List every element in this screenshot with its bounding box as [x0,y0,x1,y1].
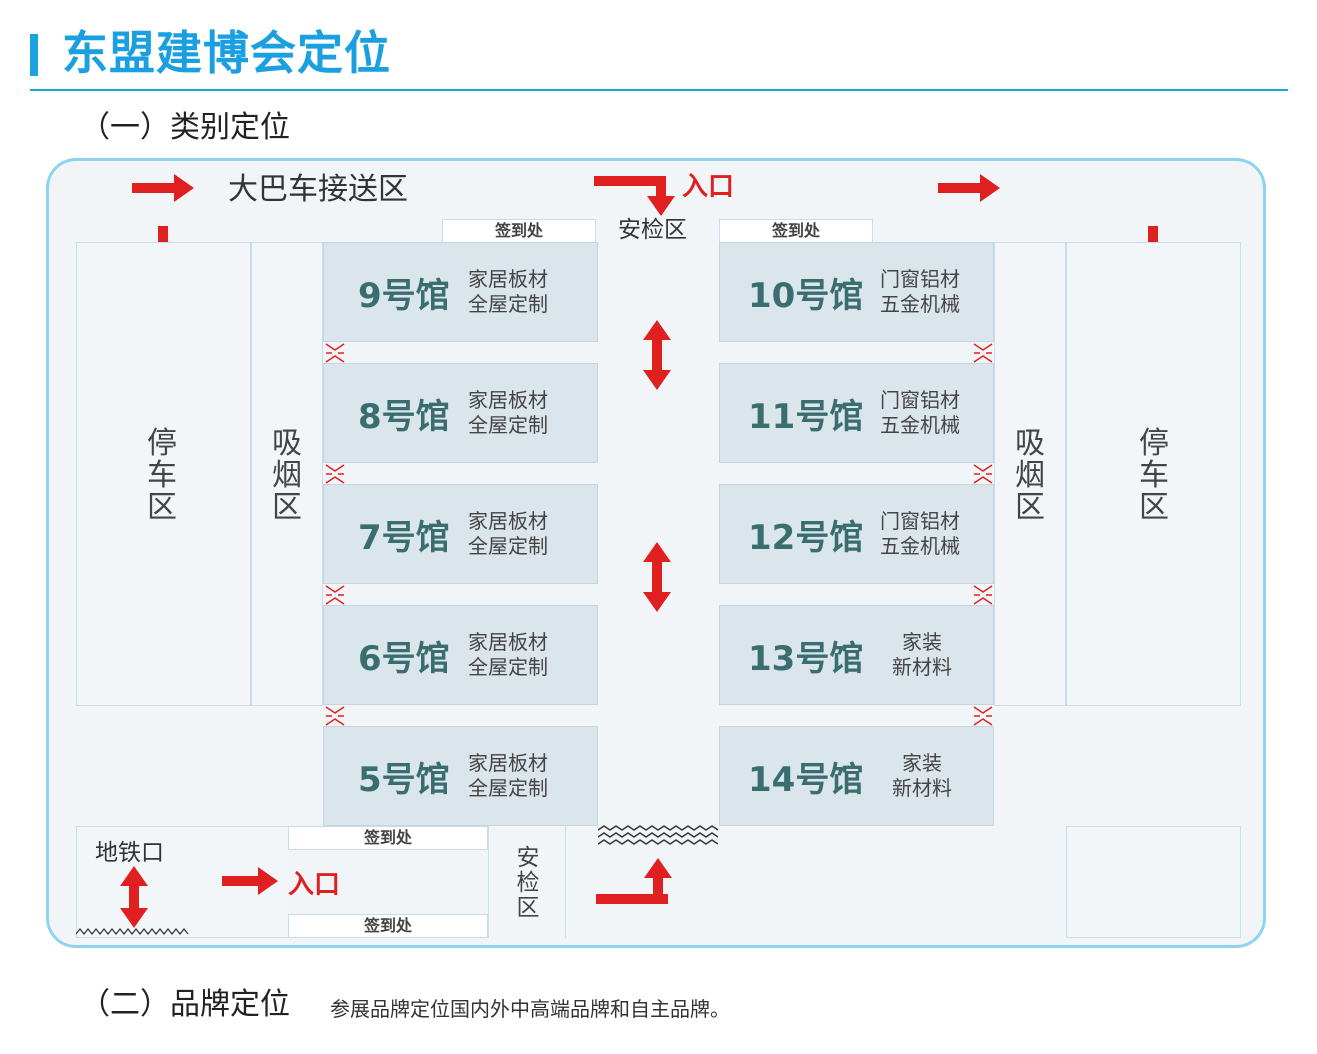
hall-10: 10号馆 门窗铝材 五金机械 [719,242,994,342]
hall-category-line: 全屋定制 [468,655,548,679]
security-area-bottom [488,826,566,938]
hall-category-line: 家居板材 [468,751,548,775]
hall-category-line: 家居板材 [468,267,548,291]
arrow-down-icon [647,176,675,216]
metro-exit-label: 地铁口 [95,840,164,866]
hall-category-line: 家居板材 [468,509,548,533]
entrance-arrow-bar [596,894,668,904]
hall-8: 8号馆 家居板材 全屋定制 [323,363,598,463]
hall-categories: 家居板材 全屋定制 [468,388,548,438]
hall-category-line: 五金机械 [880,292,960,316]
security-area-bottom-label: 安检区 [516,845,540,921]
checkin-desk-bottom-lower: 签到处 [288,914,488,938]
hall-number: 12号馆 [748,517,864,558]
entrance-arrow-bar [594,176,666,186]
two-way-arrow-icon [120,866,148,928]
hall-category-line: 家居板材 [468,388,548,412]
hall-category-line: 家居板材 [468,630,548,654]
hall-category-line: 五金机械 [880,534,960,558]
corridor-connector-icon [325,706,345,726]
hall-5: 5号馆 家居板材 全屋定制 [323,726,598,826]
hall-categories: 家装 新材料 [892,751,952,801]
hall-categories: 家装 新材料 [892,630,952,680]
security-area-top: 安检区 [618,217,687,243]
hall-category-line: 新材料 [892,776,952,800]
smoking-area-left [251,242,323,706]
hall-category-line: 全屋定制 [468,534,548,558]
arrow-up-icon [644,858,672,878]
parking-area-left [76,242,251,706]
hall-categories: 家居板材 全屋定制 [468,509,548,559]
hall-categories: 门窗铝材 五金机械 [880,388,960,438]
bus-shuttle-area-label: 大巴车接送区 [228,172,408,207]
parking-area-right-label: 停车区 [1139,426,1169,525]
hall-categories: 家居板材 全屋定制 [468,630,548,680]
entrance-label-bottom: 入口 [288,870,341,900]
corridor-connector-icon [325,585,345,605]
wave-line-icon [598,825,718,845]
corridor-connector-icon [325,343,345,363]
checkin-desk-top-left: 签到处 [442,219,596,243]
hall-categories: 门窗铝材 五金机械 [880,509,960,559]
hall-category-line: 家装 [902,751,942,775]
hall-number: 7号馆 [358,517,450,558]
corridor-connector-icon [973,706,993,726]
smoking-area-left-label: 吸烟区 [272,426,302,525]
corridor-connector-icon [973,464,993,484]
hall-category-line: 新材料 [892,655,952,679]
parking-area-right [1066,242,1241,706]
smoking-area-right-label: 吸烟区 [1015,426,1045,525]
title-divider [30,89,1288,91]
hall-categories: 家居板材 全屋定制 [468,267,548,317]
page-title: 东盟建博会定位 [62,26,391,80]
hall-number: 13号馆 [748,638,864,679]
two-way-arrow-icon [643,320,671,390]
brand-positioning-description: 参展品牌定位国内外中高端品牌和自主品牌。 [330,997,730,1021]
wave-line-icon [76,928,189,935]
hall-category-line: 全屋定制 [468,776,548,800]
title-accent-bar [30,34,38,76]
hall-number: 6号馆 [358,638,450,679]
hall-number: 11号馆 [748,396,864,437]
hall-category-line: 全屋定制 [468,413,548,437]
hall-14: 14号馆 家装 新材料 [719,726,994,826]
bottom-right-area [1066,826,1241,938]
checkin-desk-top-right: 签到处 [719,219,873,243]
hall-number: 8号馆 [358,396,450,437]
hall-7: 7号馆 家居板材 全屋定制 [323,484,598,584]
corridor-connector-icon [973,343,993,363]
hall-number: 14号馆 [748,759,864,800]
corridor-connector-icon [973,585,993,605]
corridor-connector-icon [325,464,345,484]
hall-categories: 门窗铝材 五金机械 [880,267,960,317]
hall-number: 9号馆 [358,275,450,316]
hall-9: 9号馆 家居板材 全屋定制 [323,242,598,342]
arrow-right-icon [132,174,194,202]
hall-12: 12号馆 门窗铝材 五金机械 [719,484,994,584]
hall-categories: 家居板材 全屋定制 [468,751,548,801]
hall-category-line: 家装 [902,630,942,654]
hall-category-line: 门窗铝材 [880,388,960,412]
hall-number: 5号馆 [358,759,450,800]
hall-number: 10号馆 [748,275,864,316]
arrow-right-icon [222,867,278,895]
two-way-arrow-icon [643,542,671,612]
entrance-label-top: 入口 [682,172,735,202]
section-heading-brand: （二）品牌定位 [80,987,290,1022]
section-heading-category: （一）类别定位 [80,110,290,145]
smoking-area-right [994,242,1066,706]
hall-category-line: 门窗铝材 [880,267,960,291]
parking-area-left-label: 停车区 [147,426,177,525]
hall-category-line: 门窗铝材 [880,509,960,533]
hall-13: 13号馆 家装 新材料 [719,605,994,705]
hall-category-line: 全屋定制 [468,292,548,316]
entrance-arrow-stem [653,876,663,904]
arrow-right-icon [938,174,1000,202]
checkin-desk-bottom-upper: 签到处 [288,826,488,850]
hall-11: 11号馆 门窗铝材 五金机械 [719,363,994,463]
hall-category-line: 五金机械 [880,413,960,437]
hall-6: 6号馆 家居板材 全屋定制 [323,605,598,705]
